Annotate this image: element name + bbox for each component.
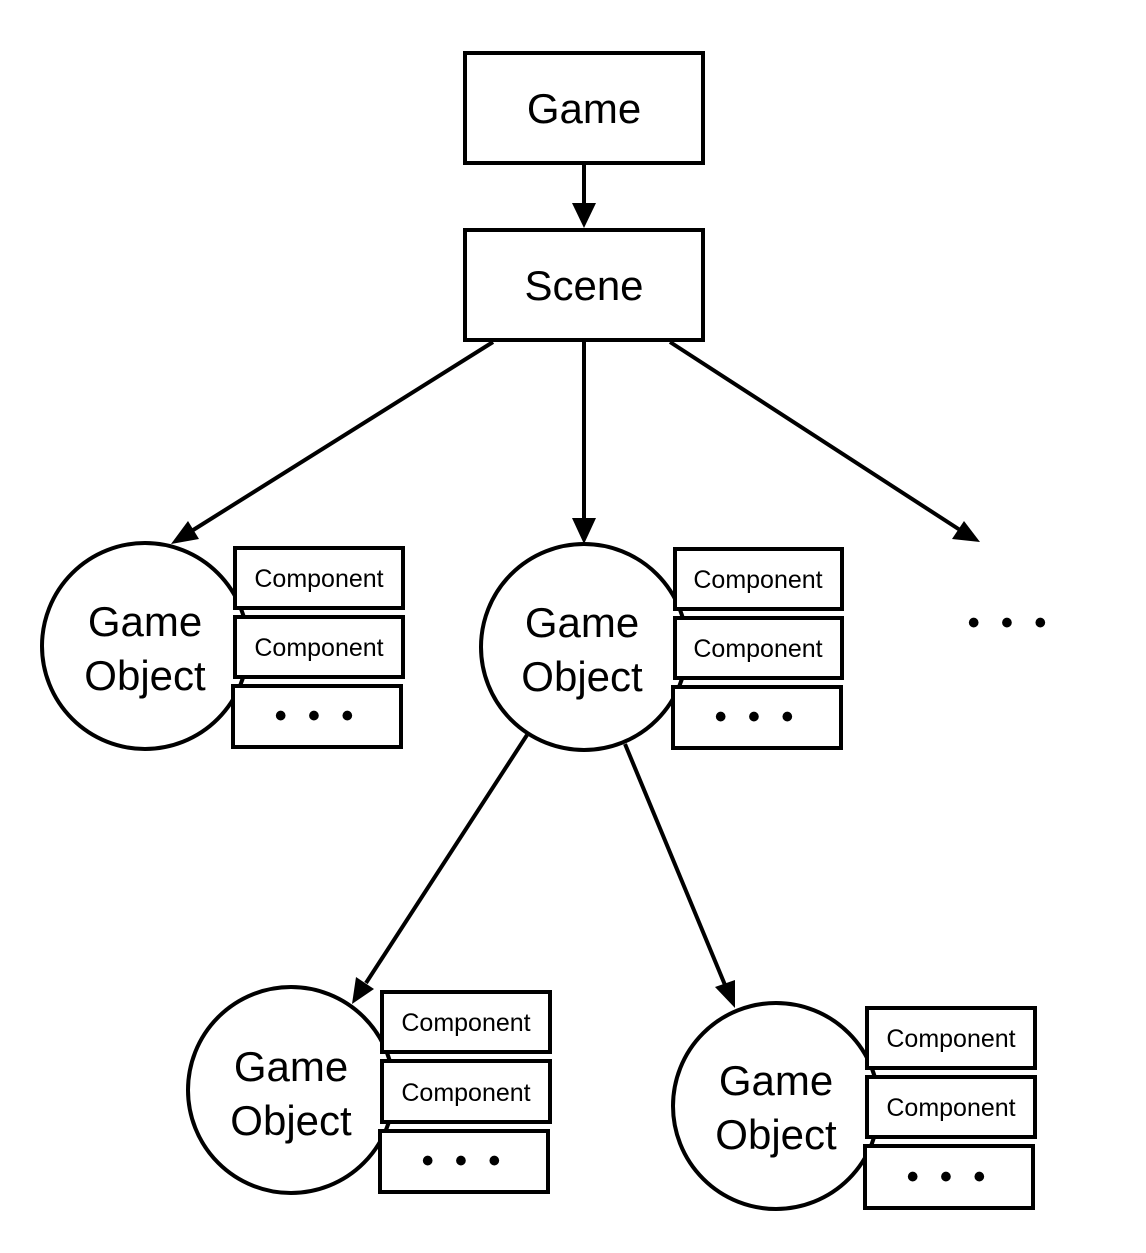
game-object-circle [40, 541, 250, 751]
component-label: Component [693, 635, 822, 663]
game-object-1: Game Object Component Component • • • [40, 541, 405, 751]
edge-scene-to-more [668, 340, 980, 542]
game-object-circle [479, 542, 689, 752]
scene-label: Scene [524, 262, 643, 309]
component-stack: Component Component • • • [378, 990, 552, 1194]
game-object-circle [186, 985, 396, 1195]
component-label: Component [401, 1009, 530, 1037]
component-label: Component [693, 566, 822, 594]
game-object-label-line1: Game [525, 599, 639, 646]
edge-object-2-to-object-3 [352, 733, 529, 1004]
game-label: Game [527, 85, 641, 132]
game-object-4: Game Object Component Component • • • [671, 1001, 1037, 1211]
edges [171, 164, 980, 1008]
more-components-label: • • • [275, 697, 360, 735]
edge-object-2-to-object-4 [623, 743, 735, 1008]
game-object-label-line2: Object [84, 652, 206, 699]
edge-game-to-scene [572, 164, 596, 228]
component-label: Component [254, 565, 383, 593]
game-object-label-line1: Game [234, 1043, 348, 1090]
component-label: Component [886, 1025, 1015, 1053]
game-object-2: Game Object Component Component • • • [479, 542, 844, 752]
component-label: Component [401, 1079, 530, 1107]
game-object-label-line2: Object [230, 1097, 352, 1144]
component-stack: Component Component • • • [863, 1006, 1037, 1210]
game-object-label-line2: Object [521, 653, 643, 700]
component-stack: Component Component • • • [671, 547, 844, 750]
scene-node: Scene [463, 228, 705, 342]
component-label: Component [886, 1094, 1015, 1122]
game-object-3: Game Object Component Component • • • [186, 985, 552, 1195]
more-components-label: • • • [907, 1158, 992, 1196]
game-node: Game [463, 51, 705, 165]
game-object-label-line1: Game [719, 1057, 833, 1104]
game-object-circle [671, 1001, 881, 1211]
component-label: Component [254, 634, 383, 662]
more-components-label: • • • [422, 1142, 507, 1180]
edge-scene-to-object-2 [572, 342, 596, 544]
more-game-objects-indicator: • • • [968, 604, 1053, 642]
game-object-label-line1: Game [88, 598, 202, 645]
game-object-label-line2: Object [715, 1111, 837, 1158]
more-components-label: • • • [715, 698, 800, 736]
component-stack: Component Component • • • [231, 546, 405, 749]
edge-scene-to-object-1 [171, 340, 495, 544]
